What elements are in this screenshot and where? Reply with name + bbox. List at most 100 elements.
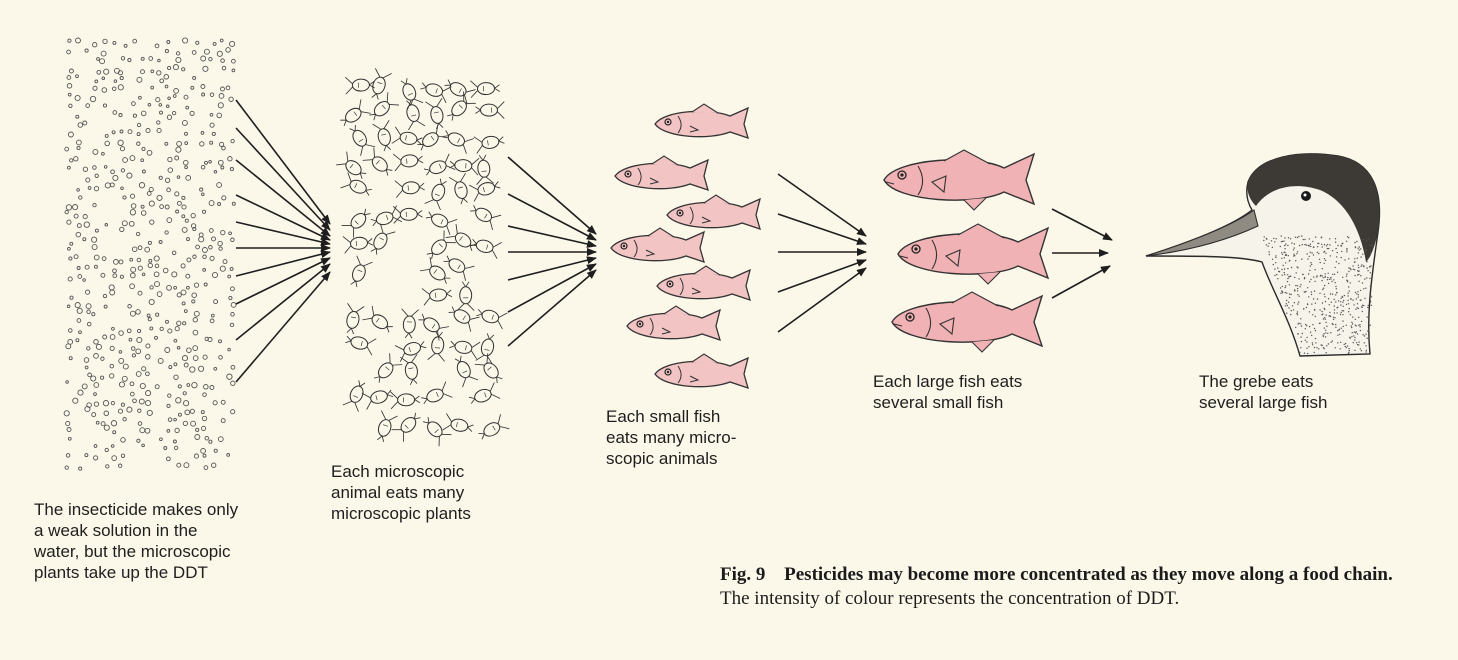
plant-cell	[157, 195, 162, 200]
plant-cell	[142, 444, 145, 447]
plant-cell	[149, 187, 153, 191]
fish-icon	[655, 354, 748, 388]
microscopic-animal	[446, 302, 480, 331]
microscopic-animals-area	[336, 68, 509, 446]
plant-cell	[87, 347, 90, 350]
plant-cell	[74, 214, 78, 218]
plant-cell	[132, 102, 136, 106]
plant-cell	[68, 39, 71, 42]
plant-cell	[205, 161, 208, 164]
plant-cell	[66, 421, 70, 425]
plant-cell	[64, 411, 69, 416]
plant-cell	[121, 403, 124, 406]
plant-cell	[119, 464, 122, 467]
figure-caption: Fig. 9 Pesticides may become more concen…	[720, 563, 1420, 611]
plant-cell	[101, 51, 106, 56]
plant-cell	[103, 401, 108, 406]
figure-description: The intensity of colour represents the c…	[720, 588, 1179, 609]
plant-cell	[69, 357, 72, 360]
plant-cell	[210, 93, 214, 97]
plant-cell	[231, 410, 235, 414]
plant-cell	[165, 178, 169, 182]
plant-cell	[94, 340, 99, 345]
microscopic-animal	[442, 75, 476, 104]
microscopic-animal	[425, 98, 448, 130]
plant-cell	[222, 146, 226, 150]
plant-cell	[182, 215, 185, 218]
plant-cell	[66, 454, 70, 458]
plant-cell	[196, 245, 200, 249]
plant-cell	[214, 367, 217, 370]
microscopic-animal	[342, 205, 374, 237]
plant-cell	[65, 147, 69, 151]
plant-cell	[151, 70, 154, 73]
plant-cell	[221, 400, 225, 404]
plant-cell	[139, 183, 144, 188]
plant-cell	[231, 303, 236, 308]
plant-cell	[218, 103, 223, 108]
microscopic-animal	[441, 251, 475, 280]
microscopic-animal	[422, 154, 455, 180]
plant-cell	[157, 128, 161, 132]
plant-cell	[141, 111, 146, 116]
plant-cell	[97, 58, 100, 61]
plant-cell	[168, 66, 171, 69]
plant-cell	[193, 330, 198, 335]
plant-cell	[130, 311, 135, 316]
plant-cell	[68, 277, 72, 281]
plant-cell	[148, 318, 151, 321]
plant-cell	[70, 296, 73, 299]
plant-cell	[185, 166, 188, 169]
plant-cell	[142, 367, 146, 371]
plant-cell	[110, 183, 114, 187]
plant-cell	[186, 274, 190, 278]
plant-cell	[165, 50, 168, 53]
plant-cell	[231, 139, 234, 142]
microscopic-animal	[424, 207, 457, 235]
plant-cell	[110, 335, 115, 340]
plant-cell	[176, 210, 179, 213]
plant-cell	[142, 147, 145, 150]
plant-cell	[200, 142, 204, 146]
microscopic-animal	[393, 151, 424, 171]
plant-cell	[76, 339, 79, 342]
microscopic-animal	[449, 173, 472, 205]
plant-cell	[209, 246, 213, 250]
microscopic-animal	[395, 337, 428, 362]
plant-cell	[202, 426, 206, 430]
plant-cell	[94, 186, 98, 190]
plant-cell	[187, 384, 190, 387]
plant-cell	[210, 123, 214, 127]
microscopic-animal	[423, 230, 456, 262]
plant-cell	[141, 205, 144, 208]
plant-cell	[146, 372, 150, 376]
plant-cell	[139, 96, 142, 99]
plant-cell	[203, 454, 206, 457]
plant-cell	[113, 431, 116, 434]
plant-cell	[103, 294, 106, 297]
plant-cell	[68, 132, 73, 137]
plant-cell	[124, 44, 127, 47]
plant-cell	[92, 313, 95, 316]
plant-cell	[110, 364, 114, 368]
plant-cell	[131, 267, 136, 272]
plant-cell	[221, 230, 225, 234]
plant-cell	[150, 286, 153, 289]
plant-cell	[184, 363, 188, 367]
microscopic-animal	[346, 256, 373, 289]
plant-cell	[130, 273, 135, 278]
plant-cell	[122, 376, 127, 381]
arrows-animals-to-small-fish	[508, 157, 596, 346]
plant-cell	[123, 158, 128, 163]
plant-cell	[219, 247, 222, 250]
plant-cell	[113, 175, 118, 180]
plant-cell	[194, 283, 198, 287]
microscopic-animal	[345, 76, 374, 94]
plant-cell	[191, 213, 195, 217]
plant-cell	[69, 69, 73, 73]
microscopic-animal	[428, 331, 448, 362]
plant-cell	[159, 104, 162, 107]
plant-cell	[193, 255, 196, 258]
plant-cell	[167, 188, 171, 192]
plant-cell	[221, 166, 224, 169]
